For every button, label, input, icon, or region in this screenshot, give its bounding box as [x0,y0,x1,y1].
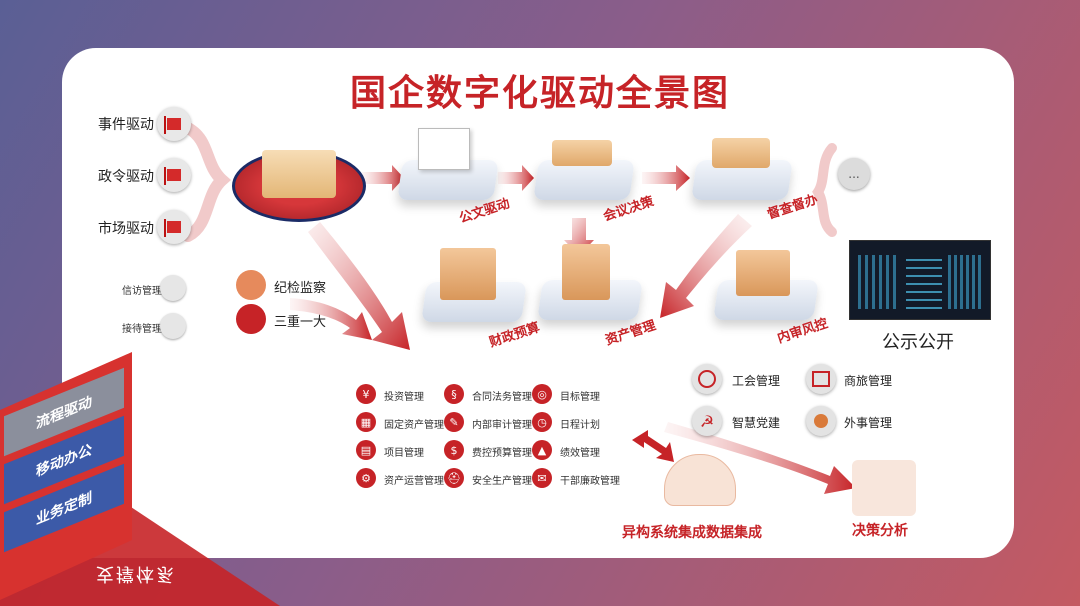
reception-icon[interactable] [160,313,186,339]
extra-travel[interactable]: 商旅管理 [844,374,893,388]
module-target[interactable]: 目标管理 [560,392,600,403]
budget-icon: $ [444,440,464,460]
driver-flag-policy[interactable] [157,158,191,192]
supervision-label-discipline: 纪检监察 [274,281,327,296]
module-integrity[interactable]: 干部廉政管理 [560,476,620,487]
corner-label: 支撑体系 [96,563,176,584]
decision-icon [852,460,916,516]
side-label-petition: 信访管理 [122,286,162,297]
module-contract[interactable]: 合同法务管理 [472,392,532,403]
chevron-arrow-1 [362,165,404,191]
driver-label-policy: 政令驱动 [98,169,154,185]
integration-label[interactable]: 异构系统集成数据集成 [622,525,762,541]
big-arrow-left [308,222,410,350]
more-icon[interactable]: ... [838,158,870,190]
globe-icon [806,406,836,436]
module-project[interactable]: 项目管理 [384,448,424,459]
asset-building-icon [562,244,610,300]
dashboard-caption: 公示公开 [882,332,954,353]
flag-icon [164,167,181,185]
integration-icon [664,454,736,506]
fixed-asset-icon: ▦ [356,412,376,432]
flag-icon [164,219,181,237]
petition-icon[interactable] [160,275,186,301]
module-asset-operation[interactable]: 资产运营管理 [384,476,444,487]
meeting-room-icon [552,140,612,166]
investment-icon: ¥ [356,384,376,404]
supervision-arrow-1 [290,298,372,340]
gavel-icon [236,304,266,334]
chevron-arrow-2 [498,165,534,191]
dashboard-bars-icon [858,255,898,309]
contract-icon: § [444,384,464,404]
driver-label-event: 事件驱动 [98,117,154,133]
driver-label-market: 市场驱动 [98,221,154,237]
module-schedule[interactable]: 日程计划 [560,420,600,431]
audit-building-icon [736,250,790,296]
travel-icon [806,364,836,394]
module-fixed-asset[interactable]: 固定资产管理 [384,420,444,431]
module-internal-audit[interactable]: 内部审计管理 [472,420,532,431]
project-icon: ▤ [356,440,376,460]
big-arrow-right [660,214,752,318]
driver-flag-market[interactable] [157,210,191,244]
module-performance[interactable]: 绩效管理 [560,448,600,459]
module-budget[interactable]: 费控预算管理 [472,448,532,459]
internal-audit-icon: ✎ [444,412,464,432]
module-safety[interactable]: 安全生产管理 [472,476,532,487]
driver-bracket [182,122,232,242]
extra-foreign[interactable]: 外事管理 [844,416,893,430]
dashboard-chart-icon [948,255,982,309]
node-tile-meeting [533,160,635,200]
budget-building-icon [440,248,496,300]
sync-arrow [632,430,674,462]
module-investment[interactable]: 投资管理 [384,392,424,403]
union-icon [692,364,722,394]
driver-flag-event[interactable] [157,107,191,141]
discipline-icon [236,270,266,300]
side-label-reception: 接待管理 [122,324,162,335]
flag-icon [164,116,181,134]
dashboard-screenshot[interactable] [849,240,991,320]
decision-arrow [664,422,856,494]
party-icon: ☭ [692,406,722,436]
dashboard-list-icon [906,255,942,309]
target-icon: ◎ [532,384,552,404]
asset-operation-icon: ⚙ [356,468,376,488]
extra-union[interactable]: 工会管理 [732,374,781,388]
page-title: 国企数字化驱动全景图 [349,73,730,114]
schedule-icon: ◷ [532,412,552,432]
integrity-icon: ✉ [532,468,552,488]
building-cluster-icon [262,150,336,198]
performance-icon: ▲ [532,440,552,460]
chevron-arrow-3 [642,165,690,191]
more-bracket [812,143,837,237]
whiteboard-icon [418,128,470,170]
supervision-label-major: 三重一大 [274,315,327,330]
extra-party[interactable]: 智慧党建 [732,416,781,430]
office-icon [712,138,770,168]
decision-label[interactable]: 决策分析 [852,523,908,539]
safety-icon: ⛑ [444,468,464,488]
